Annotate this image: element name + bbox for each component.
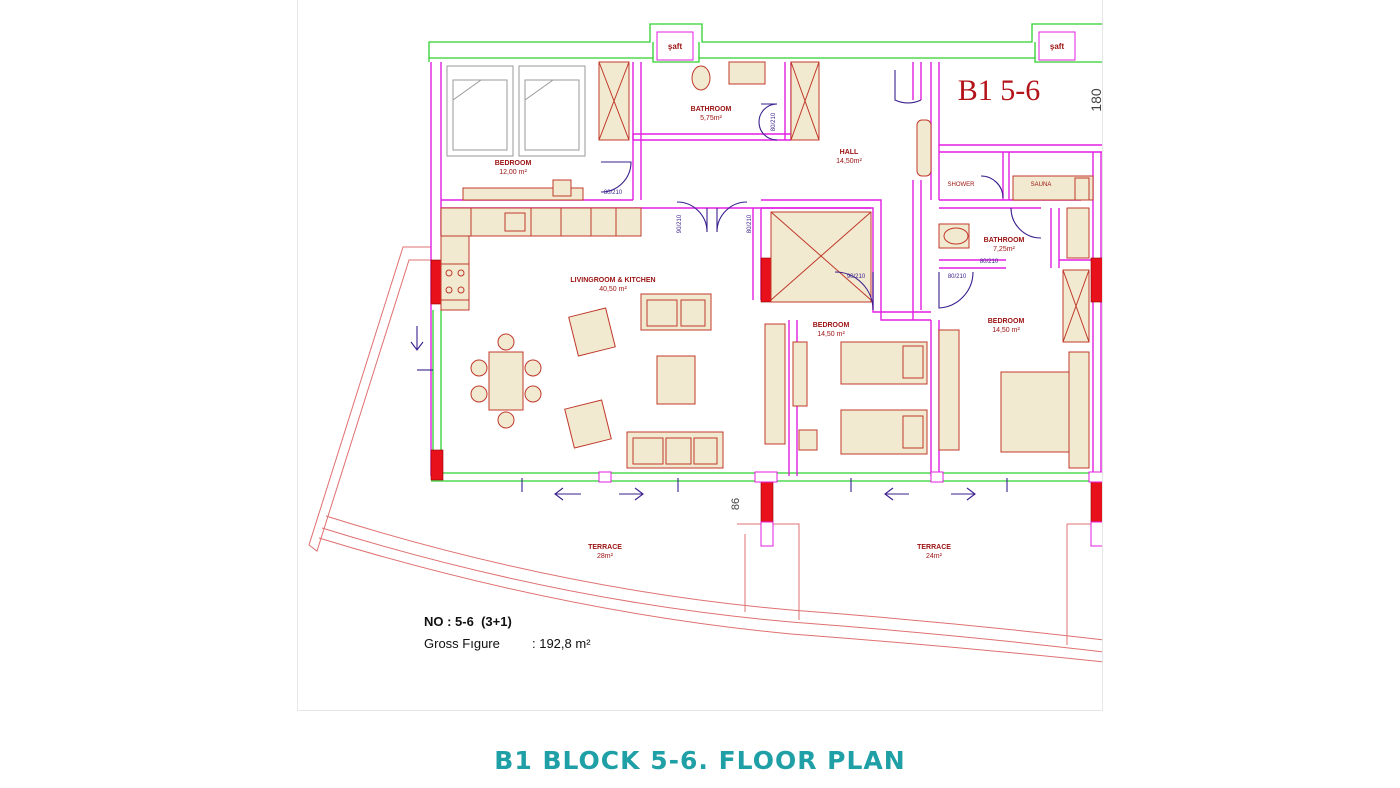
room-living-kitchen-name: LIVINGROOM & KITCHEN [570, 277, 655, 284]
room-living-kitchen-area: 40,50 m² [599, 286, 627, 293]
floor-plan-drawing: B1 5-6 180 86 şaft şaft BEDROOM 12,00 m²… [308, 23, 1103, 663]
structural-columns [430, 257, 1102, 523]
room-sauna-name: SAUNA [1031, 182, 1052, 188]
unit-number: NO : 5-6 (3+1) [424, 614, 512, 629]
room-hall-area: 14,50m² [836, 158, 862, 165]
page-caption: B1 BLOCK 5-6. FLOOR PLAN [494, 746, 906, 775]
room-terrace-right-name: TERRACE [917, 544, 951, 551]
gross-figure-value: : 192,8 m² [532, 636, 591, 651]
room-bedroom-middle-area: 14,50 m² [817, 331, 845, 338]
room-bedroom-top-left-area: 12,00 m² [499, 169, 527, 176]
doors [410, 70, 1042, 501]
room-bedroom-right-area: 14,50 m² [992, 327, 1020, 334]
room-bedroom-middle-name: BEDROOM [813, 322, 850, 329]
edge-dimension: 180 [1088, 88, 1103, 112]
room-bedroom-right-name: BEDROOM [988, 318, 1025, 325]
room-terrace-left-name: TERRACE [588, 544, 622, 551]
door-label-bath-right: 80/210 [980, 259, 999, 265]
door-label-bedroom: 80/210 [604, 190, 623, 196]
door-label-kitchen-left: 90/210 [677, 214, 683, 233]
furniture [440, 61, 1094, 469]
room-bathroom-right-area: 7,25m² [993, 246, 1015, 253]
room-bathroom-right-name: BATHROOM [984, 237, 1025, 244]
door-label-kitchen-right: 80/210 [747, 214, 753, 233]
door-label-bedroom-middle: 90/210 [847, 274, 866, 280]
shaft-label-right: şaft [1050, 42, 1065, 51]
bottom-dimension: 86 [730, 498, 742, 510]
door-label-bathroom: 80/210 [771, 112, 777, 131]
gross-figure-label: Gross Fıgure [424, 636, 500, 651]
shafts [656, 31, 1076, 61]
room-bathroom-top-area: 5,75m² [700, 115, 722, 122]
unit-code: B1 5-6 [958, 74, 1041, 107]
room-shower-name: SHOWER [948, 182, 976, 188]
room-bathroom-top-name: BATHROOM [691, 106, 732, 113]
room-terrace-left-area: 28m² [597, 553, 614, 560]
door-label-bedroom-right: 80/210 [948, 274, 967, 280]
room-terrace-right-area: 24m² [926, 553, 943, 560]
shaft-label-left: şaft [668, 42, 683, 51]
wall-posts [598, 471, 1102, 547]
room-hall-name: HALL [840, 149, 859, 156]
terrace-outline [308, 246, 1102, 663]
floor-plan-card: B1 5-6 180 86 şaft şaft BEDROOM 12,00 m²… [297, 0, 1103, 711]
room-bedroom-top-left-name: BEDROOM [495, 160, 532, 167]
